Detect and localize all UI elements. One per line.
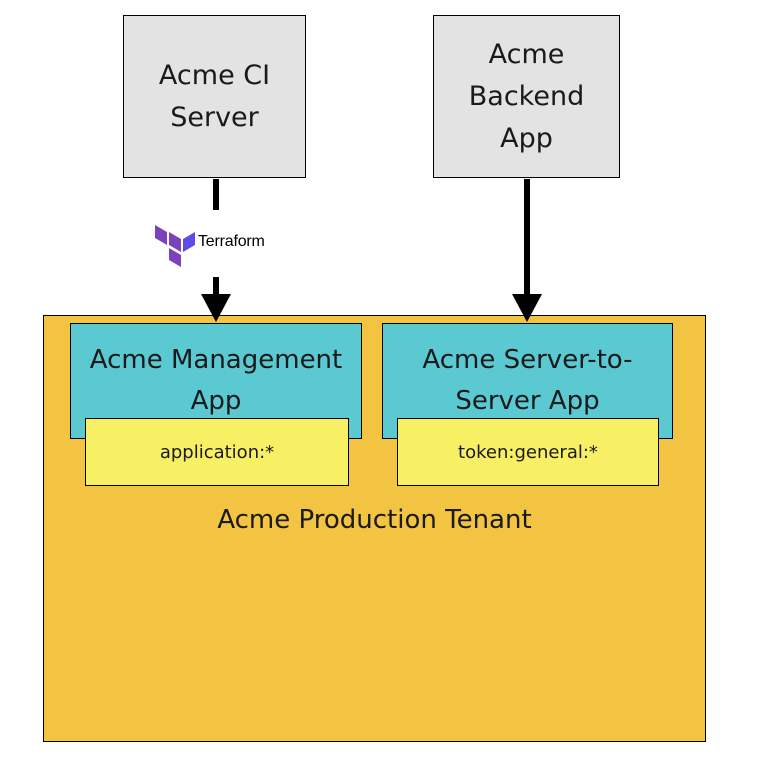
tenant-label: Acme Production Tenant — [217, 505, 532, 535]
terraform-label: Terraform — [198, 233, 265, 250]
ci-server-node: Acme CI Server — [123, 15, 306, 178]
backend-app-node: Acme Backend App — [433, 15, 620, 178]
backend-to-s2s-arrow — [512, 179, 542, 322]
server-to-server-scope: token:general:* — [397, 418, 659, 486]
server-to-server-app-label: Acme Server-to-Server App — [422, 345, 633, 416]
ci-to-management-arrow — [201, 179, 231, 322]
backend-app-label: Acme Backend App — [468, 38, 585, 154]
ci-server-label: Acme CI Server — [158, 59, 271, 133]
management-scope-label: application:* — [159, 441, 275, 463]
terraform-logo-icon — [155, 225, 195, 267]
management-app-label: Acme Management App — [89, 345, 343, 416]
server-to-server-scope-label: token:general:* — [458, 441, 598, 463]
management-app-scope: application:* — [85, 418, 349, 486]
